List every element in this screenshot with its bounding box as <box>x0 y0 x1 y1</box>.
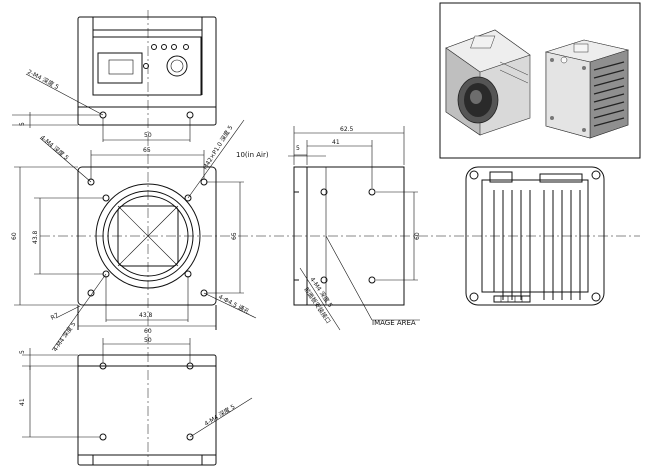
callout-label: M42×P1.0 深度 5 <box>201 124 235 171</box>
dim-label: 41 <box>19 398 26 406</box>
dim-label: 5 <box>296 145 300 152</box>
mount-hole <box>591 292 601 302</box>
io-connector-inner <box>170 59 184 73</box>
leader-line <box>189 397 253 438</box>
camera-rear-iso <box>544 39 630 139</box>
dim-label: 43.8 <box>139 312 153 319</box>
dim-label: 41 <box>332 139 340 146</box>
mount-hole <box>469 170 479 180</box>
callout-label: 4-M4 深度 5 <box>203 402 237 427</box>
dim-label: 60 <box>144 328 152 335</box>
leader-line <box>51 273 107 351</box>
callout-label: 4-M4 深度 5 <box>39 133 71 161</box>
screw-icon <box>171 44 177 50</box>
usb-connector-inner <box>108 59 134 75</box>
front-view: 65 60 43.8 65 43.8 60 4-M4 深度 5 M42×P1.0… <box>11 119 257 353</box>
mount-hole <box>99 433 107 441</box>
mount-hole <box>368 188 376 196</box>
leader-line <box>187 119 245 199</box>
mount-hole <box>184 194 192 202</box>
led-indicator <box>143 63 149 69</box>
connector-block <box>539 173 583 183</box>
lens-mount-inner <box>107 195 189 277</box>
dim-label: 50 <box>144 132 152 139</box>
screw-icon <box>161 44 167 50</box>
heatsink-plate <box>481 179 589 293</box>
camera-front-iso <box>445 29 531 136</box>
dim-label: 65 <box>143 147 151 154</box>
mount-hole <box>368 276 376 284</box>
sensor-diagonal <box>117 205 179 267</box>
mount-hole <box>591 170 601 180</box>
mount-hole <box>87 289 95 297</box>
top-view: 2-M4 深度 5 5 50 <box>12 16 217 142</box>
dim-label: 60 <box>414 232 421 240</box>
dim-label: 5 <box>19 122 26 126</box>
usb-connector <box>97 52 143 84</box>
screw-icon <box>183 44 189 50</box>
bottom-view-body <box>77 354 217 466</box>
sensor-window <box>117 205 179 267</box>
screw-icon <box>151 44 157 50</box>
vent-slots <box>493 295 531 303</box>
dim-label: 65 <box>231 232 238 240</box>
callout-label: R7 <box>50 312 60 322</box>
flange-note: 10(in Air) <box>236 151 269 159</box>
leader-line <box>25 73 104 116</box>
side-view: 62.5 41 5 10(in Air) 60 IMAGE AREA 4-M4 … <box>236 126 421 331</box>
connector-block <box>489 171 513 183</box>
dim-label: 5 <box>19 350 26 354</box>
lens-mount-ring <box>102 190 194 282</box>
callout-label: 2-M4 深度 5 <box>26 68 60 91</box>
side-view-body <box>293 166 405 306</box>
leader-line <box>39 137 92 183</box>
leader-line <box>203 292 257 319</box>
bottom-view: 50 5 41 4-M4 深度 5 <box>19 337 253 466</box>
mount-hole <box>186 111 194 119</box>
leader-line <box>299 267 341 331</box>
top-view-body <box>77 16 217 126</box>
lens-mount-outer <box>95 183 201 289</box>
rear-view-body <box>465 166 605 306</box>
callout-label: 4-M4 深度 5 <box>51 320 78 353</box>
rear-view <box>465 166 605 306</box>
isometric-views-panel <box>439 2 641 159</box>
leader-line <box>325 235 373 321</box>
image-area-label: IMAGE AREA <box>372 319 416 327</box>
dim-label: 43.8 <box>32 230 39 244</box>
io-connector <box>166 55 188 77</box>
front-view-body <box>77 166 217 306</box>
isometric-views-frame <box>439 2 641 159</box>
dim-label: 50 <box>144 337 152 344</box>
mount-hole <box>186 433 194 441</box>
mount-hole <box>469 292 479 302</box>
connector-panel <box>92 36 202 96</box>
callout-label: 4-Φ4.5 通孔 <box>217 293 251 316</box>
dim-label: 62.5 <box>340 126 354 133</box>
mount-hole <box>320 188 328 196</box>
leader-line <box>55 305 81 319</box>
mount-hole <box>320 276 328 284</box>
dim-label: 60 <box>11 232 18 240</box>
